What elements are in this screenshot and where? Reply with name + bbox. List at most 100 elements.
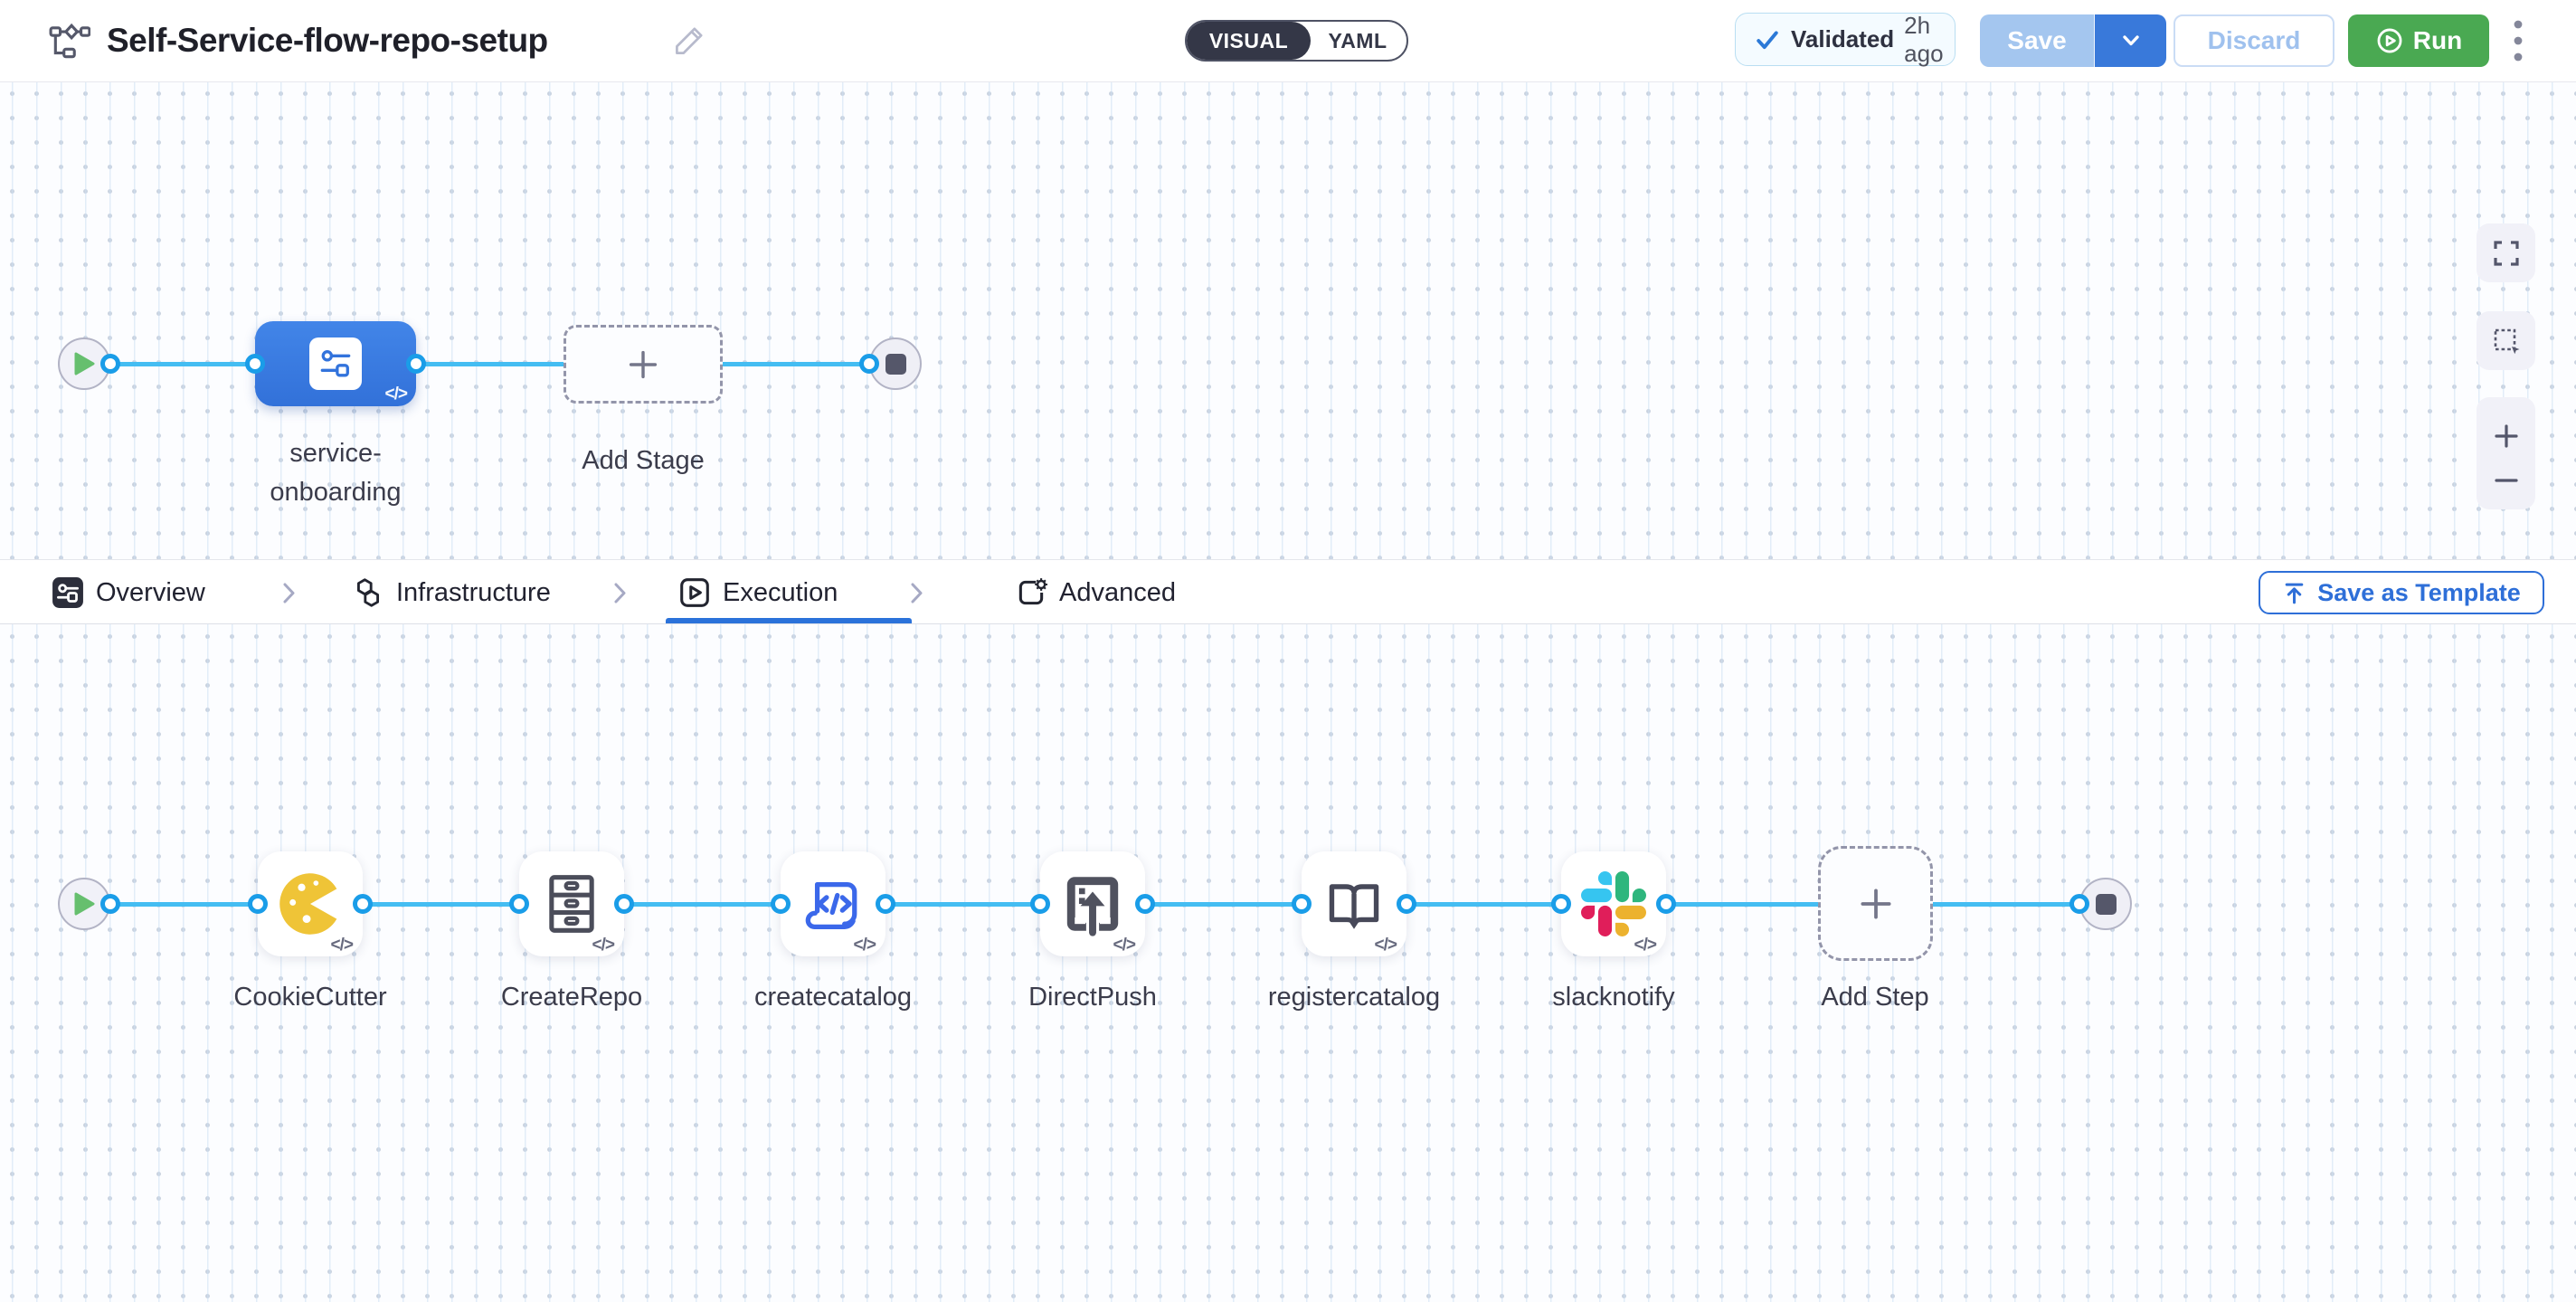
active-tab-underline: [666, 618, 912, 623]
play-icon: [74, 352, 95, 375]
connector-dot: [100, 354, 120, 374]
overview-icon: [52, 577, 83, 608]
edit-icon[interactable]: [669, 23, 707, 61]
code-badge: </>: [384, 385, 409, 404]
stage-flow-edge: [110, 362, 869, 366]
run-button[interactable]: Run: [2348, 14, 2489, 67]
connector-dot: [1397, 894, 1416, 914]
step-node-createcatalog[interactable]: </>: [781, 851, 886, 956]
connector-dot: [353, 894, 373, 914]
connector-dot: [1551, 894, 1571, 914]
mode-toggle: VISUAL YAML: [1185, 20, 1408, 62]
step-label: CookieCutter: [233, 983, 387, 1012]
plus-icon: [1860, 888, 1891, 919]
tab-label: Infrastructure: [396, 577, 551, 607]
connector-dot: [100, 894, 120, 914]
play-icon: [74, 892, 95, 916]
step-label: CreateRepo: [500, 983, 643, 1012]
save-button[interactable]: Save: [1980, 14, 2095, 67]
step-node-slacknotify[interactable]: </>: [1561, 851, 1666, 956]
cookiecutter-icon: [279, 873, 337, 935]
save-as-template-button[interactable]: Save as Template: [2259, 571, 2544, 614]
tab-label: Overview: [96, 577, 205, 607]
step-label: DirectPush: [1028, 983, 1157, 1012]
discard-button[interactable]: Discard: [2174, 14, 2334, 67]
page-title: Self-Service-flow-repo-setup: [107, 22, 548, 59]
stage-icon: [309, 337, 362, 390]
connector-dot: [2069, 894, 2089, 914]
infrastructure-icon: [356, 578, 380, 607]
tab-label: Advanced: [1059, 577, 1176, 607]
step-node-createrepo[interactable]: </>: [519, 851, 624, 956]
stage-canvas[interactable]: </> service-onboarding Add Stage: [0, 81, 2576, 559]
step-node-directpush[interactable]: </>: [1040, 851, 1145, 956]
fit-view-button[interactable]: [2477, 223, 2535, 282]
step-node-registercatalog[interactable]: </>: [1302, 851, 1406, 956]
connector-dot: [248, 894, 268, 914]
connector-dot: [614, 894, 634, 914]
zoom-out-icon[interactable]: [2492, 476, 2521, 485]
code-badge: </>: [1634, 936, 1658, 955]
add-step-label: Add Step: [1821, 983, 1929, 1012]
drawer-cabinet-icon: [549, 875, 594, 933]
save-menu-button[interactable]: [2095, 14, 2166, 67]
execution-icon: [680, 578, 709, 607]
zoom-in-icon[interactable]: [2492, 422, 2521, 451]
chevron-right-icon: [909, 581, 924, 605]
toggle-yaml[interactable]: YAML: [1328, 29, 1387, 52]
code-badge: </>: [1374, 936, 1398, 955]
code-badge: </>: [1113, 936, 1137, 955]
add-stage-button[interactable]: [564, 325, 723, 404]
fit-view-icon: [2493, 240, 2519, 266]
plus-icon: [629, 350, 658, 378]
header-bar: Self-Service-flow-repo-setup VISUAL YAML…: [0, 0, 2576, 82]
stage-node-service-onboarding[interactable]: </>: [255, 321, 416, 406]
chevron-down-icon: [2120, 31, 2142, 51]
add-step-button[interactable]: [1818, 846, 1933, 961]
connector-dot: [1135, 894, 1155, 914]
connector-dot: [1030, 894, 1050, 914]
execution-canvas[interactable]: </> CookieCutter </> CreateRepo: [0, 624, 2576, 1302]
validated-label: Validated: [1791, 25, 1895, 52]
save-as-template-label: Save as Template: [2317, 578, 2521, 606]
code-badge: </>: [592, 936, 616, 955]
kebab-menu-icon[interactable]: [2504, 17, 2533, 64]
tab-execution[interactable]: Execution: [678, 560, 838, 625]
tab-infrastructure[interactable]: Infrastructure: [352, 560, 551, 625]
push-upload-icon: [1066, 877, 1119, 936]
marquee-select-button[interactable]: [2477, 311, 2535, 370]
zoom-controls: [2477, 397, 2535, 509]
stop-icon: [2095, 893, 2117, 915]
run-label: Run: [2412, 26, 2463, 54]
code-badge: </>: [853, 936, 877, 955]
step-label: slacknotify: [1552, 983, 1675, 1012]
validated-check-icon: [1754, 28, 1781, 52]
chevron-right-icon: [281, 581, 297, 605]
connector-dot: [245, 354, 265, 374]
add-stage-label: Add Stage: [582, 446, 705, 475]
tab-overview[interactable]: Overview: [52, 560, 205, 625]
stop-icon: [885, 353, 906, 375]
code-scroll-icon: [805, 882, 857, 929]
save-split-button: Save: [1980, 14, 2166, 67]
stage-tabbar: Overview Infrastructure Execution: [0, 559, 2576, 624]
tab-label: Execution: [723, 577, 838, 607]
marquee-select-icon: [2494, 328, 2519, 354]
open-book-icon: [1329, 884, 1379, 929]
connector-dot: [406, 354, 426, 374]
connector-dot: [771, 894, 791, 914]
validated-badge: Validated 2h ago: [1735, 11, 1956, 67]
stage-name-label: service-onboarding: [270, 439, 402, 507]
tab-advanced[interactable]: Advanced: [1015, 560, 1176, 625]
advanced-icon: [1018, 578, 1047, 605]
pipeline-icon: [49, 21, 90, 62]
step-label: createcatalog: [753, 983, 913, 1012]
validated-time: 2h ago: [1904, 11, 1944, 67]
run-play-icon: [2375, 26, 2404, 55]
upload-icon: [2285, 583, 2304, 603]
step-label: registercatalog: [1267, 983, 1441, 1012]
code-badge: </>: [330, 936, 355, 955]
step-node-cookiecutter[interactable]: </>: [258, 851, 363, 956]
toggle-visual[interactable]: VISUAL: [1187, 22, 1311, 60]
